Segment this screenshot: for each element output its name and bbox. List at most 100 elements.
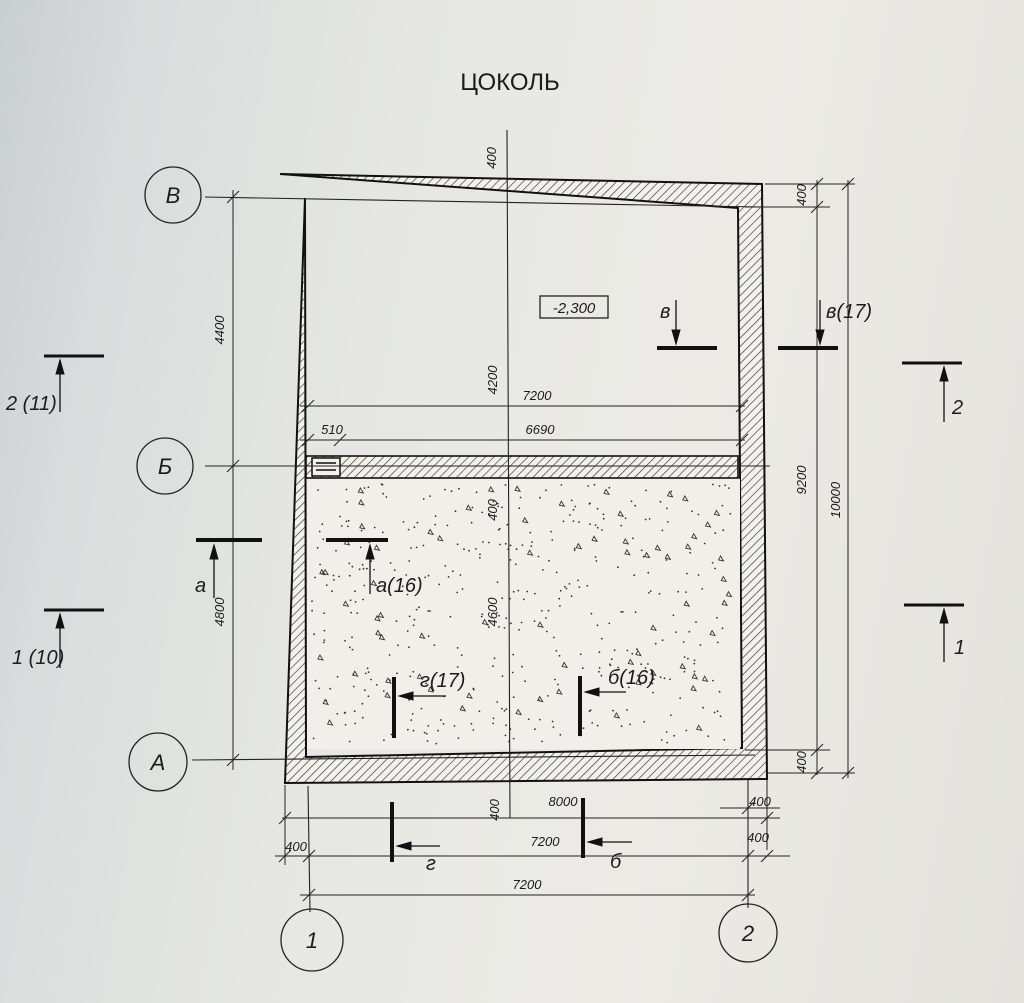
speckle: [594, 556, 597, 558]
speckle: [630, 500, 633, 503]
speckle: [693, 662, 696, 665]
dim-text: 400: [485, 498, 500, 520]
speckle: [363, 487, 366, 489]
speckle: [427, 725, 430, 727]
speckle: [367, 695, 370, 698]
dim-tick: [301, 433, 315, 447]
speckle: [683, 670, 686, 673]
speckle: [589, 709, 592, 711]
speckle: [496, 701, 499, 703]
speckle: [541, 740, 543, 743]
axis-line-a: [191, 754, 756, 761]
speckle: [427, 574, 430, 577]
speckle: [348, 646, 351, 649]
aggregate: [373, 544, 381, 551]
aggregate: [378, 633, 386, 641]
speckle: [718, 485, 721, 487]
speckle: [406, 630, 409, 632]
speckle: [596, 624, 599, 627]
speckle: [410, 719, 413, 721]
speckle: [492, 722, 495, 725]
speckle: [353, 710, 356, 713]
dim-tick: [226, 753, 240, 767]
arrow-head: [209, 543, 219, 560]
speckle: [573, 549, 576, 552]
speckle: [348, 574, 351, 577]
speckle: [345, 488, 348, 491]
dim-tick: [841, 177, 855, 191]
speckle: [470, 722, 473, 725]
speckle: [498, 614, 500, 617]
speckle: [511, 671, 514, 674]
level-mark-box: [539, 295, 609, 319]
speckle: [321, 523, 324, 526]
aggregate: [591, 535, 598, 542]
speckle: [388, 654, 391, 656]
speckle: [344, 723, 347, 726]
speckle: [629, 723, 631, 726]
axis-label-a: А: [149, 750, 166, 775]
arrow-head: [583, 687, 600, 697]
speckle: [453, 725, 456, 727]
dim-text: 400: [794, 750, 809, 772]
dim-text: 4800: [212, 597, 227, 627]
speckle: [420, 707, 423, 710]
speckle: [701, 588, 704, 590]
dim-tick: [302, 888, 316, 902]
speckle: [472, 729, 475, 731]
speckle: [396, 672, 398, 675]
speckle: [581, 667, 584, 670]
section-label: 2 (11): [5, 393, 57, 415]
speckle: [503, 627, 506, 629]
speckle: [389, 562, 392, 564]
speckle: [644, 518, 647, 521]
speckle: [665, 559, 668, 561]
speckle: [608, 622, 611, 625]
speckle: [496, 502, 499, 505]
arrow-head: [586, 837, 603, 847]
speckle: [721, 627, 724, 630]
speckle: [659, 500, 662, 503]
speckle: [631, 652, 634, 655]
speckle: [565, 587, 568, 590]
speckle: [444, 488, 446, 491]
speckle: [492, 665, 494, 668]
speckle: [407, 728, 409, 731]
speckle: [503, 709, 506, 712]
speckle: [509, 559, 512, 561]
speckle: [669, 678, 671, 681]
aggregate: [622, 538, 630, 545]
speckle: [456, 666, 459, 668]
speckle: [424, 576, 426, 579]
speckle: [554, 678, 556, 681]
speckle: [547, 609, 550, 612]
speckle: [319, 563, 321, 566]
dim-tick: [741, 888, 755, 902]
speckle: [693, 659, 696, 662]
speckle: [588, 710, 591, 713]
speckle: [716, 641, 719, 644]
dim-text: 10000: [828, 481, 843, 518]
speckle: [652, 678, 655, 680]
speckle: [460, 654, 463, 656]
speckle: [351, 648, 354, 651]
speckle: [412, 624, 415, 627]
speckle: [559, 589, 562, 592]
speckle: [402, 521, 405, 523]
speckle: [551, 539, 554, 541]
speckle: [385, 496, 388, 498]
speckle: [640, 663, 643, 666]
concrete-area: [307, 479, 740, 749]
speckle: [721, 504, 724, 507]
axis-line-1: [307, 785, 311, 913]
speckle: [559, 605, 561, 607]
speckle: [438, 583, 441, 586]
speckle: [411, 713, 414, 715]
speckle: [472, 687, 475, 690]
aggregate: [690, 684, 698, 692]
speckle: [360, 529, 363, 532]
speckle: [311, 609, 313, 612]
speckle: [723, 738, 726, 741]
speckle: [587, 485, 590, 487]
speckle: [545, 489, 547, 492]
